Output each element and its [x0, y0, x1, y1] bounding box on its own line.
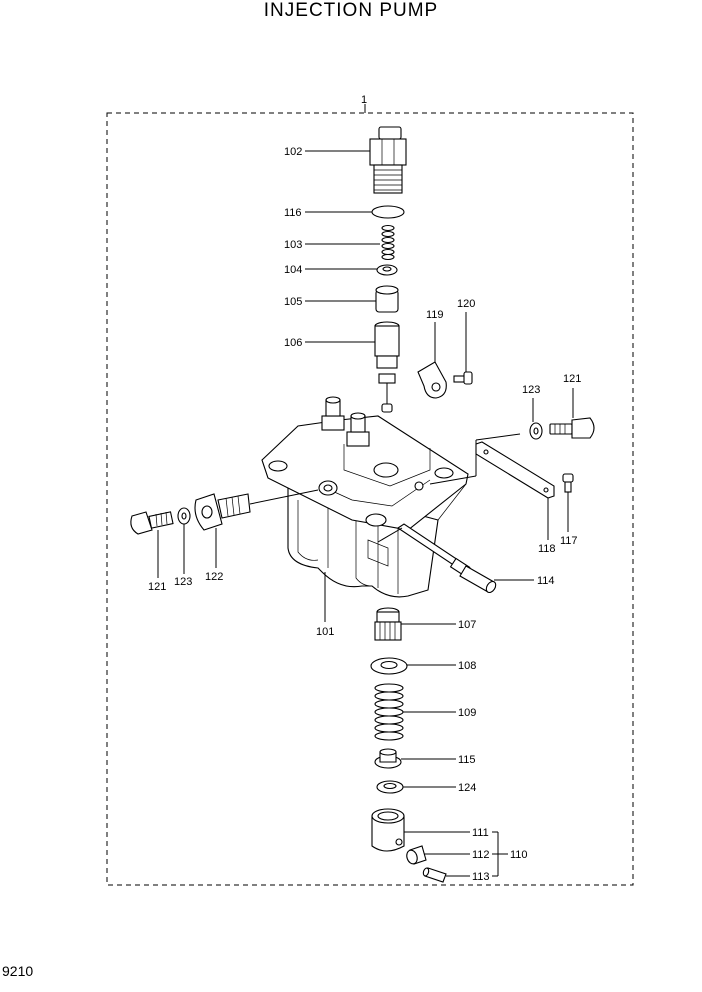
assembly-boundary [106, 112, 634, 886]
callout-121-right: 121 [563, 373, 581, 385]
callout-112: 112 [472, 849, 490, 861]
callout-115: 115 [458, 754, 476, 766]
spring-seat-upper-part [370, 657, 408, 675]
callout-117: 117 [560, 535, 578, 547]
pump-housing-part [261, 415, 469, 598]
callout-113: 113 [472, 871, 490, 883]
page-number: 9210 [2, 963, 34, 979]
callout-123-left: 123 [174, 576, 192, 588]
callout-116: 116 [284, 207, 302, 219]
callout-102: 102 [284, 146, 302, 158]
callout-118: 118 [538, 543, 556, 555]
callout-106: 106 [284, 337, 302, 349]
shim-part [376, 780, 404, 794]
clamp-part [417, 361, 447, 399]
callout-122: 122 [205, 571, 223, 583]
delivery-valve-holder-part [369, 126, 407, 194]
delivery-valve-part [374, 321, 400, 413]
washer-left-part [177, 507, 191, 525]
washer-right-part [529, 422, 543, 440]
callout-107: 107 [458, 619, 476, 631]
callout-101: 101 [316, 626, 334, 638]
callout-110: 110 [510, 849, 528, 861]
callout-119: 119 [426, 309, 444, 321]
assembly-label: 1 [361, 94, 367, 106]
banjo-bolt-right-part [549, 417, 595, 439]
plate-bolt-part [562, 473, 574, 493]
o-ring-part [371, 205, 405, 219]
diagram-title: INJECTION PUMP [263, 0, 439, 21]
callout-114: 114 [537, 575, 555, 587]
clamp-bolt-part [453, 371, 473, 385]
banjo-bolt-left-part [130, 511, 174, 535]
control-sleeve-part [374, 607, 402, 641]
valve-stop-part [375, 285, 399, 313]
roller-part [406, 845, 427, 865]
valve-spring-part [381, 224, 395, 261]
control-rod-part [377, 523, 497, 594]
valve-washer-part [376, 264, 398, 276]
pin-part [422, 867, 447, 883]
callout-121-left: 121 [148, 581, 166, 593]
callout-108: 108 [458, 660, 476, 672]
outlet-fitting-part [321, 396, 370, 447]
callout-103: 103 [284, 239, 302, 251]
tappet-part [371, 808, 405, 852]
callout-109: 109 [458, 707, 476, 719]
callout-120: 120 [457, 298, 475, 310]
callout-123-right: 123 [522, 384, 540, 396]
plunger-spring-part [374, 683, 404, 741]
stop-plate-part [475, 441, 555, 499]
callout-124: 124 [458, 782, 476, 794]
spring-seat-lower-part [374, 748, 402, 769]
banjo-fitting-part [194, 489, 319, 531]
group-bracket [492, 831, 508, 877]
callout-105: 105 [284, 296, 302, 308]
callout-111: 111 [472, 827, 489, 839]
callout-104: 104 [284, 264, 302, 276]
